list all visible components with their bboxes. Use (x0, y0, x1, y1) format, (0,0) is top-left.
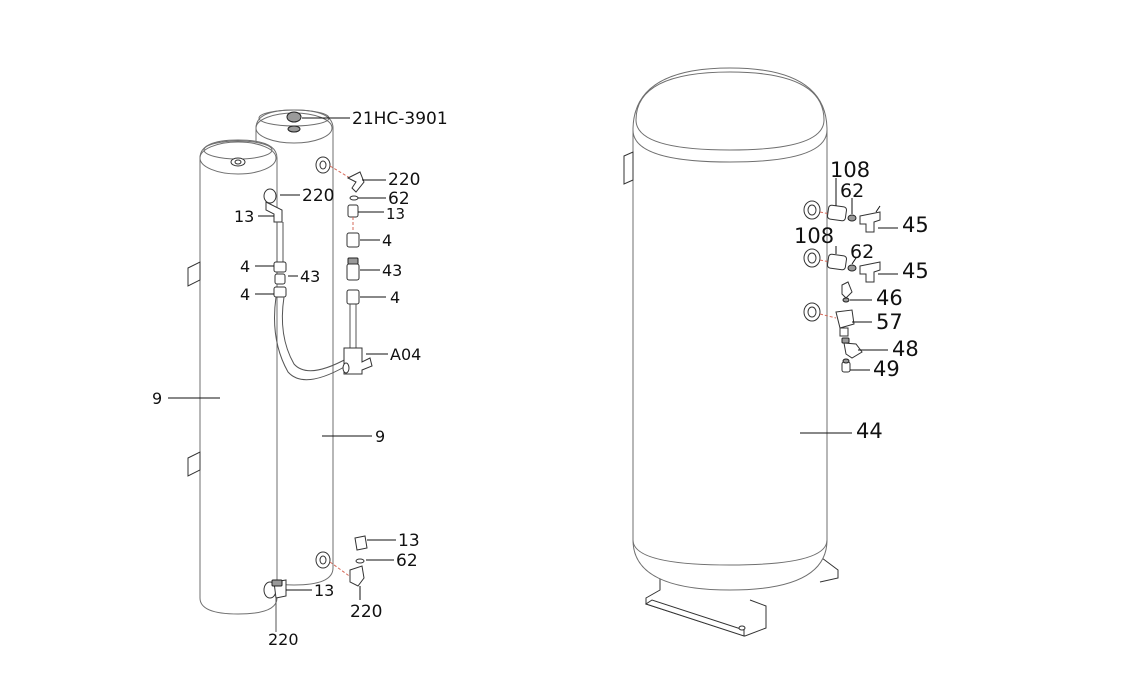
callout-21hc-3901: 21HC-3901 (352, 109, 448, 129)
long-hose (274, 296, 349, 381)
right-leaders (800, 178, 898, 434)
callout-49: 49 (873, 357, 900, 381)
callout-220-lower-right: 220 (350, 602, 382, 622)
callout-13-lower-left: 13 (314, 581, 334, 600)
callout-43-right: 43 (382, 261, 402, 280)
callout-4-left-b: 4 (240, 285, 250, 304)
callout-4-right-b: 4 (390, 288, 400, 307)
upper-fitting-set (819, 204, 881, 233)
callout-48: 48 (892, 337, 919, 361)
callout-62-lower: 62 (396, 551, 418, 571)
bottom-fittings (263, 535, 368, 632)
top-plug (286, 111, 302, 133)
callout-13-lower-right: 13 (398, 531, 420, 551)
callout-62-lower-right: 62 (850, 241, 874, 263)
callout-108-lower: 108 (794, 224, 834, 248)
callout-220-upper-right: 220 (388, 170, 420, 190)
right-callouts: 108 62 45 108 62 45 46 57 48 49 44 (794, 158, 929, 443)
valve-stack (819, 281, 863, 373)
callout-45-lower: 45 (902, 259, 929, 283)
callout-62-upper-right: 62 (840, 180, 864, 202)
rear-tank-ports (315, 156, 331, 569)
left-leaders (168, 117, 396, 600)
left-assembly: 21HC-3901 220 220 62 13 13 4 4 4 4 43 43… (152, 109, 448, 649)
large-tank-ports (803, 200, 821, 322)
callout-9-rear: 9 (375, 427, 385, 446)
callout-62-upper: 62 (388, 189, 410, 209)
callout-4-left-a: 4 (240, 257, 250, 276)
callout-108-upper: 108 (830, 158, 870, 182)
right-assembly: 108 62 45 108 62 45 46 57 48 49 44 (623, 67, 929, 637)
callout-46: 46 (876, 286, 903, 310)
rear-bracket (623, 151, 634, 185)
callout-4-right-a: 4 (382, 231, 392, 250)
callout-13-upper-right: 13 (386, 205, 405, 223)
large-tank (632, 67, 828, 591)
lower-fitting-set (819, 253, 881, 283)
callout-45-upper: 45 (902, 213, 929, 237)
right-fitting-stack (329, 165, 373, 375)
callout-9-front: 9 (152, 389, 162, 408)
callout-13-upper-left: 13 (234, 207, 254, 226)
mounting-brackets (187, 261, 201, 477)
front-tank (199, 139, 278, 615)
front-tank-top-fittings (263, 188, 287, 298)
left-callouts: 21HC-3901 220 220 62 13 13 4 4 4 4 43 43… (152, 109, 448, 649)
callout-44: 44 (856, 419, 883, 443)
callout-220-lower-left: 220 (268, 630, 299, 649)
callout-a04: A04 (390, 345, 421, 364)
callout-57: 57 (876, 310, 903, 334)
callout-43-left: 43 (300, 267, 320, 286)
callout-220-upper-left: 220 (302, 186, 334, 206)
